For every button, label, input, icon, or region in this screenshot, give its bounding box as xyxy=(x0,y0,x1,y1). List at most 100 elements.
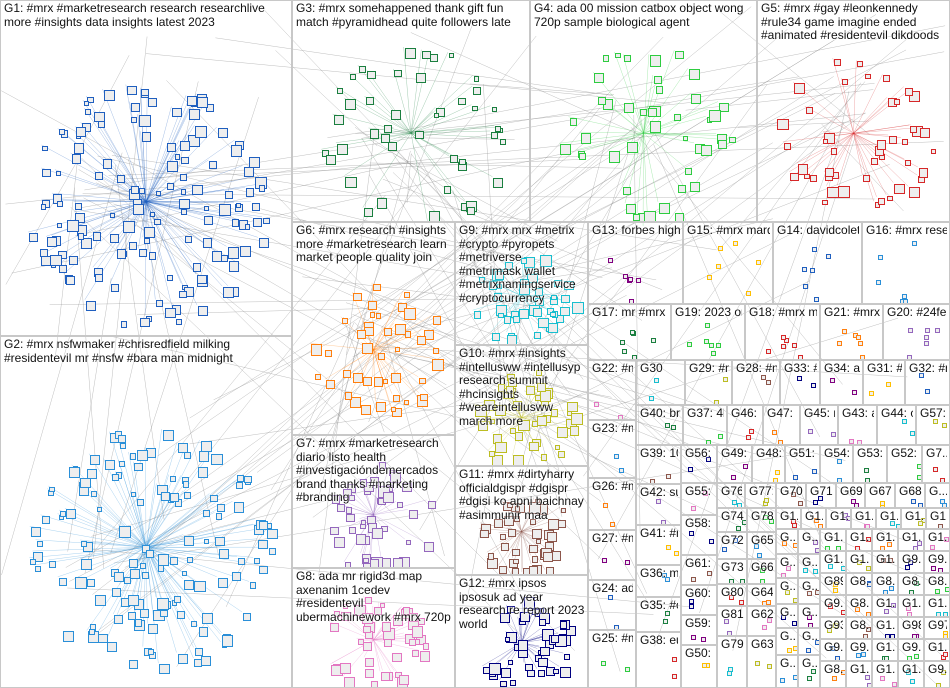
vertex-node xyxy=(722,376,728,382)
vertex-node xyxy=(823,138,829,144)
vertex-node xyxy=(387,142,398,152)
group-label: G66: #in... xyxy=(751,561,773,574)
edge xyxy=(521,531,531,556)
group-label: G68... xyxy=(899,485,922,498)
vertex-node xyxy=(409,613,419,623)
group-box: G80 xyxy=(717,584,747,606)
vertex-node xyxy=(69,256,78,265)
group-box: G44: costu... xyxy=(877,405,916,445)
vertex-node xyxy=(180,174,187,181)
vertex-node xyxy=(129,559,139,569)
vertex-node xyxy=(361,343,373,355)
vertex-node xyxy=(433,347,440,355)
vertex-node xyxy=(67,219,79,232)
vertex-node xyxy=(555,444,561,450)
edge xyxy=(521,506,561,532)
group-label: G9... xyxy=(824,641,843,654)
vertex-node xyxy=(166,274,173,281)
vertex-node xyxy=(499,612,511,623)
group-label: G1... xyxy=(850,553,869,566)
vertex-node xyxy=(342,488,353,499)
edge xyxy=(332,113,412,134)
edge xyxy=(145,201,229,286)
vertex-node xyxy=(631,355,637,359)
edge xyxy=(352,292,374,350)
edge xyxy=(232,107,657,485)
edge xyxy=(91,390,599,537)
vertex-node xyxy=(534,332,542,339)
vertex-node xyxy=(547,531,558,542)
vertex-node xyxy=(126,85,137,96)
edge xyxy=(373,324,396,350)
vertex-node xyxy=(841,565,845,571)
vertex-node xyxy=(508,378,517,388)
vertex-node xyxy=(846,516,850,522)
group-box: G1... xyxy=(901,508,926,529)
vertex-node xyxy=(345,99,356,110)
group-label: G5: #mrx #gay #leonkennedy #rule34 game … xyxy=(761,1,940,42)
edge xyxy=(622,54,644,134)
group-box: G1... xyxy=(872,595,898,617)
group-label: G80 xyxy=(721,586,744,599)
group-label: G51: look... xyxy=(789,447,817,460)
vertex-node xyxy=(675,51,684,60)
edge xyxy=(145,477,244,548)
group-box: G8... xyxy=(898,573,924,595)
edge xyxy=(467,267,532,597)
vertex-node xyxy=(141,132,152,143)
edge xyxy=(372,349,374,377)
group-label: G64: #re... xyxy=(751,586,773,599)
vertex-node xyxy=(672,657,678,663)
edge xyxy=(349,73,412,134)
vertex-node xyxy=(111,284,120,293)
vertex-node xyxy=(184,535,195,546)
vertex-node xyxy=(76,127,86,138)
vertex-node xyxy=(665,473,671,479)
vertex-node xyxy=(798,501,804,507)
vertex-node xyxy=(130,568,141,580)
group-box: G... xyxy=(776,529,798,554)
vertex-node xyxy=(181,209,188,215)
group-label: G35: #ooh... xyxy=(640,599,678,612)
vertex-node xyxy=(370,559,379,567)
group-label: G9... xyxy=(928,663,947,676)
edge xyxy=(853,86,904,134)
vertex-node xyxy=(891,681,897,687)
vertex-node xyxy=(343,370,352,379)
vertex-node xyxy=(459,158,466,165)
group-box: G... xyxy=(798,655,820,688)
group-box: G2: #mrx nsfwmaker #chrisredfield milkin… xyxy=(0,336,292,688)
vertex-node xyxy=(912,546,918,550)
group-label: G... xyxy=(802,531,817,544)
vertex-node xyxy=(910,126,917,133)
vertex-node xyxy=(258,539,268,550)
vertex-node xyxy=(700,637,706,643)
vertex-node xyxy=(830,147,838,155)
vertex-node xyxy=(134,619,143,627)
edge xyxy=(521,389,540,418)
vertex-node xyxy=(344,561,352,567)
group-box: G38: eurom... xyxy=(636,632,681,688)
edge xyxy=(145,201,156,300)
vertex-node xyxy=(831,676,837,682)
group-label: G44: costu... xyxy=(881,407,913,420)
vertex-node xyxy=(391,407,397,413)
vertex-node xyxy=(649,396,655,402)
vertex-node xyxy=(49,254,62,267)
vertex-node xyxy=(364,668,374,679)
vertex-node xyxy=(718,102,729,113)
edge xyxy=(1,90,514,372)
group-box: G23: #mrx qrca more... xyxy=(588,420,636,478)
vertex-node xyxy=(910,678,916,684)
group-label: G1... xyxy=(824,553,843,566)
edge xyxy=(699,137,856,614)
vertex-node xyxy=(792,343,798,349)
vertex-node xyxy=(703,490,709,496)
vertex-node xyxy=(507,605,515,614)
edge xyxy=(362,133,412,208)
group-label: G77: mo... xyxy=(749,485,773,498)
vertex-node xyxy=(112,473,120,482)
vertex-node xyxy=(561,294,570,304)
vertex-node xyxy=(231,219,240,227)
vertex-node xyxy=(879,501,885,507)
